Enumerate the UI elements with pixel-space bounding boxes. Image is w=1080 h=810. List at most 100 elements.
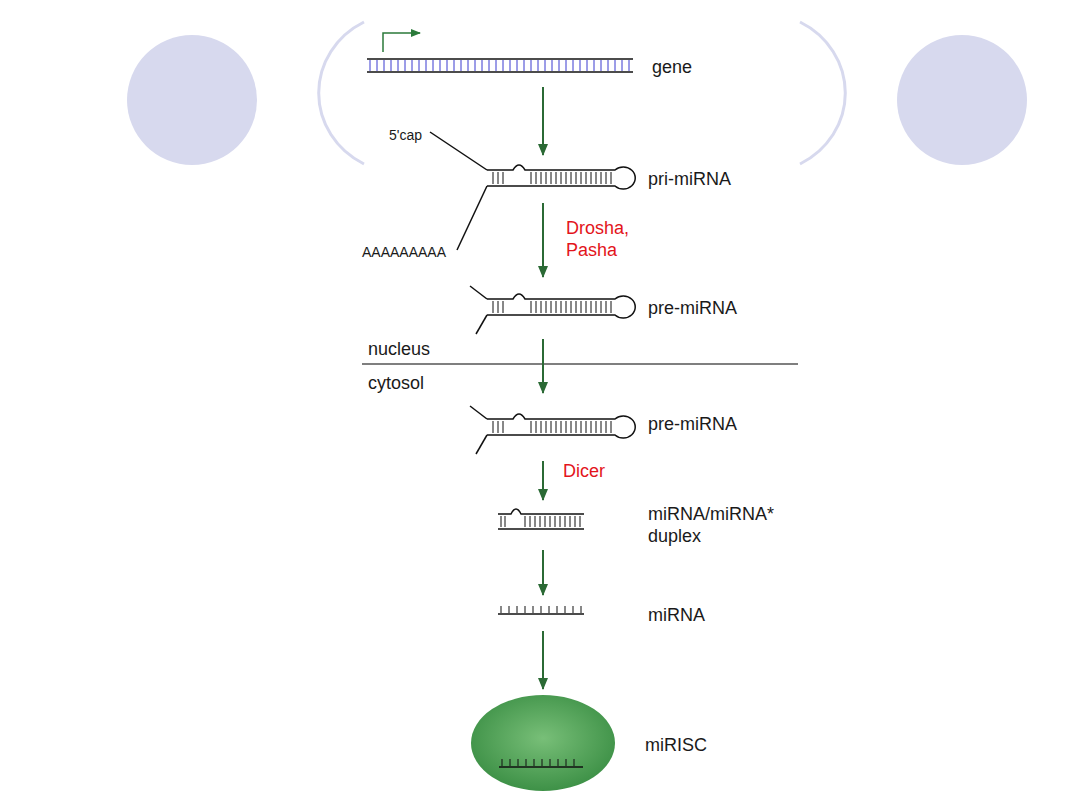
base-pair: [475, 60, 476, 71]
base-pair: [566, 172, 567, 184]
base-pair: [606, 421, 607, 433]
base-pair: [566, 301, 567, 313]
base-pair: [608, 60, 609, 71]
stage-node: 5'cappri-miRNAAAAAAAAAA: [470, 160, 770, 198]
base-pair: [545, 516, 546, 527]
rna-strand: [487, 165, 635, 189]
base-pair: [573, 60, 574, 71]
base-pair: [536, 301, 537, 313]
base-pair: [503, 60, 504, 71]
base-pair: [526, 759, 527, 766]
base-pair: [370, 60, 371, 71]
base-pair: [575, 516, 576, 527]
rna-strands: [367, 33, 635, 767]
process-arrow: [542, 339, 544, 393]
base-pair: [566, 60, 567, 71]
base-pair: [493, 172, 494, 184]
base-pair: [556, 421, 557, 433]
decor-circle: [897, 35, 1027, 165]
base-pair: [542, 759, 543, 766]
rna-strand: [476, 435, 487, 454]
base-pair: [447, 60, 448, 71]
base-pair: [551, 421, 552, 433]
stage-node: pre-miRNA: [470, 398, 770, 456]
stage-node: pre-miRNA: [470, 282, 770, 334]
base-pair: [524, 60, 525, 71]
base-pair: [440, 60, 441, 71]
stage-label: pri-miRNA: [648, 168, 731, 190]
base-pair: [594, 60, 595, 71]
decor-arc: [319, 22, 364, 164]
base-pair: [398, 60, 399, 71]
rna-strand: [470, 406, 487, 419]
base-pair: [629, 60, 630, 71]
base-pair: [509, 606, 510, 613]
stage-label: AAAAAAAAA: [362, 243, 446, 261]
base-pair: [591, 172, 592, 184]
base-pair: [546, 421, 547, 433]
compartment-label: nucleus: [368, 338, 430, 360]
rna-strand: [367, 71, 633, 73]
base-pair: [576, 172, 577, 184]
base-pair: [550, 759, 551, 766]
base-pair: [377, 60, 378, 71]
base-pair: [498, 301, 499, 313]
base-pair: [461, 60, 462, 71]
base-pair: [571, 301, 572, 313]
base-pair: [556, 172, 557, 184]
base-pair: [503, 421, 504, 433]
base-pair: [571, 421, 572, 433]
decor-circle: [127, 35, 257, 165]
rna-strand: [498, 528, 584, 530]
base-pair: [412, 60, 413, 71]
base-pair: [559, 60, 560, 71]
base-pair: [496, 60, 497, 71]
stage-label: pre-miRNA: [648, 413, 737, 435]
base-pair: [503, 172, 504, 184]
base-pair: [596, 421, 597, 433]
base-pair: [576, 421, 577, 433]
base-pair: [565, 516, 566, 527]
stage-label: pre-miRNA: [648, 297, 737, 319]
base-pair: [535, 516, 536, 527]
base-pair: [426, 60, 427, 71]
base-pair: [541, 606, 542, 613]
base-pair: [531, 172, 532, 184]
base-pair: [405, 60, 406, 71]
base-pair: [581, 172, 582, 184]
base-pair: [510, 759, 511, 766]
enzyme-label: Drosha, Pasha: [566, 217, 644, 261]
compartment-label: cytosol: [368, 372, 424, 394]
base-pair: [586, 172, 587, 184]
base-pair: [573, 606, 574, 613]
base-pair: [541, 172, 542, 184]
base-pair: [591, 421, 592, 433]
base-pair: [546, 172, 547, 184]
base-pair: [510, 60, 511, 71]
base-pair: [384, 60, 385, 71]
base-pair: [541, 301, 542, 313]
base-pair: [493, 421, 494, 433]
base-pair: [541, 421, 542, 433]
base-pair: [550, 516, 551, 527]
base-pair: [518, 759, 519, 766]
rna-strand: [499, 766, 583, 768]
base-pair: [556, 301, 557, 313]
base-pair: [540, 516, 541, 527]
rna-strand: [457, 186, 487, 250]
base-pair: [581, 301, 582, 313]
base-pair: [498, 172, 499, 184]
base-pair: [622, 60, 623, 71]
base-pair: [536, 421, 537, 433]
base-pair: [586, 421, 587, 433]
base-pair: [546, 301, 547, 313]
base-pair: [561, 301, 562, 313]
base-pair: [581, 606, 582, 613]
base-pair: [419, 60, 420, 71]
base-pair: [531, 60, 532, 71]
base-pair: [502, 759, 503, 766]
rna-strand: [498, 613, 584, 615]
risc-complex: [471, 695, 615, 791]
